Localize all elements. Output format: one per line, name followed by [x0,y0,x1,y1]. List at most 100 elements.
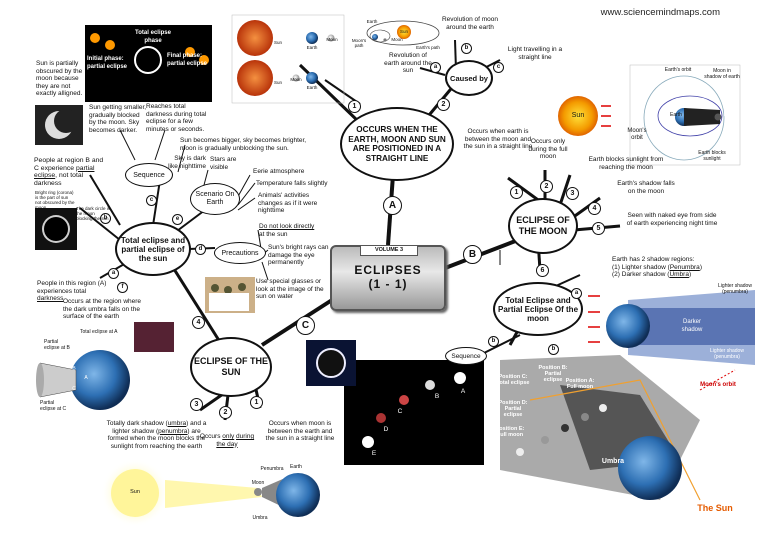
solar-diag-earth: Earth [290,464,302,470]
lunar-sequence-node: Sequence [445,347,487,365]
b-sub-a: a [571,288,582,299]
b-num-4: 4 [588,202,601,215]
diag-moon-2: Moon [290,77,302,82]
moon-in-shadow-label: Moon in shadow of earth [704,68,740,80]
orbit-earth: Earth [366,19,378,24]
lunar-seq-d: D [383,426,389,433]
position-e: Position E: Full moon [495,426,525,438]
b-num-1: 1 [510,186,523,199]
alignment-diagram [231,14,345,104]
globe-label-c: C [72,386,76,392]
a-num-1: 1 [348,100,361,113]
lighter-shadow-top: Lighter shadow (penumbra) [718,283,752,295]
lighter-shadow-bottom: Lighter shadow (penumbra) [710,348,744,360]
pr-rays: Sun's bright rays can damage the eye per… [268,244,329,266]
seq-partial-note: Sun is partially obscured by the moon be… [36,60,83,97]
moons-orbit-label: Moon's orbit [627,128,647,141]
lunar-seq-a: A [460,388,466,395]
position-d: Position D: Partial eclipse [498,400,528,418]
rev-moon-earth: Revolution of moon around the earth [441,16,498,31]
people-picture [205,277,255,313]
b-num-3: 3 [566,187,579,200]
bright-ring: Bright ring (corona) is the part of sun … [35,190,75,210]
globe-partial-c: Partial eclipse at C [40,400,67,412]
sc-eerie: Eerie atmosphere [253,168,305,175]
solar-diag-moon: Moon [251,480,265,486]
sun-arrows-diagram [558,96,611,136]
central-topic-box: VOLUME 3 ECLIPSES (1 - 1) [330,245,446,311]
moon-b5: Seen with naked eye from side of earth e… [626,212,718,227]
region-a-people: People in this region (A) experiences to… [37,280,107,302]
earth-shadow-diagram [588,285,755,365]
globe-label-a: A [84,375,88,381]
solar-diag-penumbra: Penumbra [260,466,284,472]
a-sub-c: c [493,62,504,73]
region-a-text: Occurs at the region where the dark umbr… [63,298,142,320]
orbit-diagram-top [366,20,440,46]
c-sub-c: c [146,195,157,206]
c-sub-b: b [100,213,111,224]
moon-b4: Earth's shadow falls on the moon [617,180,675,195]
lunar-seq-b: B [434,393,440,400]
total-partial-sun-node: Total eclipse and partial eclipse of the… [115,222,191,276]
caused-by-node: Caused by [445,60,493,96]
rev-earth-sun: Revolution of earth around the sun [384,52,432,74]
sun-c1: Occurs when moon is between the earth an… [265,420,335,442]
moon-b1: Occurs when earth is between the moon an… [463,128,533,150]
seq-smaller: Sun getting smaller, gradually blocked b… [89,104,147,134]
globe-total-a: Total eclipse at A [80,329,118,335]
shadow-regions-text: Earth has 2 shadow regions: (1) Lighter … [612,256,702,278]
pr-glasses: Use special glasses or look at the image… [256,278,324,300]
seq-bigger: Sun becomes bigger, sky becomes brighter… [180,137,307,152]
diag-sun-2: Sun [273,80,282,85]
moon-b3: Earth blocks sunlight from reaching the … [588,156,664,171]
seq-initial: Initial phase: partial eclipse [87,56,128,70]
seq-reaches: Reaches total darkness during total ecli… [146,103,207,133]
globe-partial-b: Partial eclipse at B [44,339,70,351]
lunar-sequence-photo [344,360,484,465]
orbit-moons-path: Moon's path [351,38,367,48]
diag-earth-2: Earth [306,85,318,90]
sc-stars: Stars are visible [210,156,237,171]
a-sub-a: a [430,62,441,73]
precautions-node: Precautions [214,242,266,264]
orbit-earths-path: Earth's path [416,45,440,50]
c-num-3: 3 [190,398,203,411]
seq-total: Total eclipse phase [135,30,171,44]
lunar-seq-c: C [397,408,403,415]
solar-diag-umbra: Umbra [252,515,268,521]
dark-circle: The dark circle is the moon blocking the… [76,206,111,221]
globe-label-b: B [72,366,76,372]
sc-temp: Temperature falls slightly [256,180,328,187]
straight-line-node: OCCURS WHEN THE EARTH, MOON AND SUN ARE … [340,107,454,181]
solar-eclipse-diagram [101,459,320,527]
position-c: Position C: Total eclipse [496,374,530,386]
b-num-6: 6 [536,264,549,277]
penumbra-label: Penumbra [567,490,603,497]
sun-c3: Totally dark shadow (umbra) and a lighte… [106,420,207,450]
sun-label: Sun [571,112,585,119]
c-num-2: 2 [219,406,232,419]
position-b: Position B: Partial eclipse [538,365,568,383]
b-sub-b: b [548,344,559,355]
site-url[interactable]: www.sciencemindmaps.com [600,7,720,18]
earths-orbit-label: Earth's orbit [664,67,692,73]
eclipse-of-moon-node: ECLIPSE OF THE MOON [508,198,578,254]
solar-regions-globe [36,322,174,410]
diag-earth-1: Earth [306,45,318,50]
volume-label: VOLUME 3 [360,245,418,256]
region-bc-text: People at region B and C experience part… [34,157,104,187]
c-num-4: 4 [192,316,205,329]
corona-picture [35,25,356,386]
branch-letter-c: C [296,316,315,335]
orbit-moon: Moon [391,37,403,42]
orbit-earth-label: Earth [670,112,682,118]
diag-moon-1: Moon [326,37,338,42]
the-sun-label: The Sun [697,503,733,513]
moons-orbit-red: Moon's orbit [700,382,736,388]
light-straight: Light travelling in a straight line [507,46,563,61]
sc-sky: Sky is dark like nighttime [168,155,206,170]
eclipse-of-sun-node: ECLIPSE OF THE SUN [190,337,272,397]
